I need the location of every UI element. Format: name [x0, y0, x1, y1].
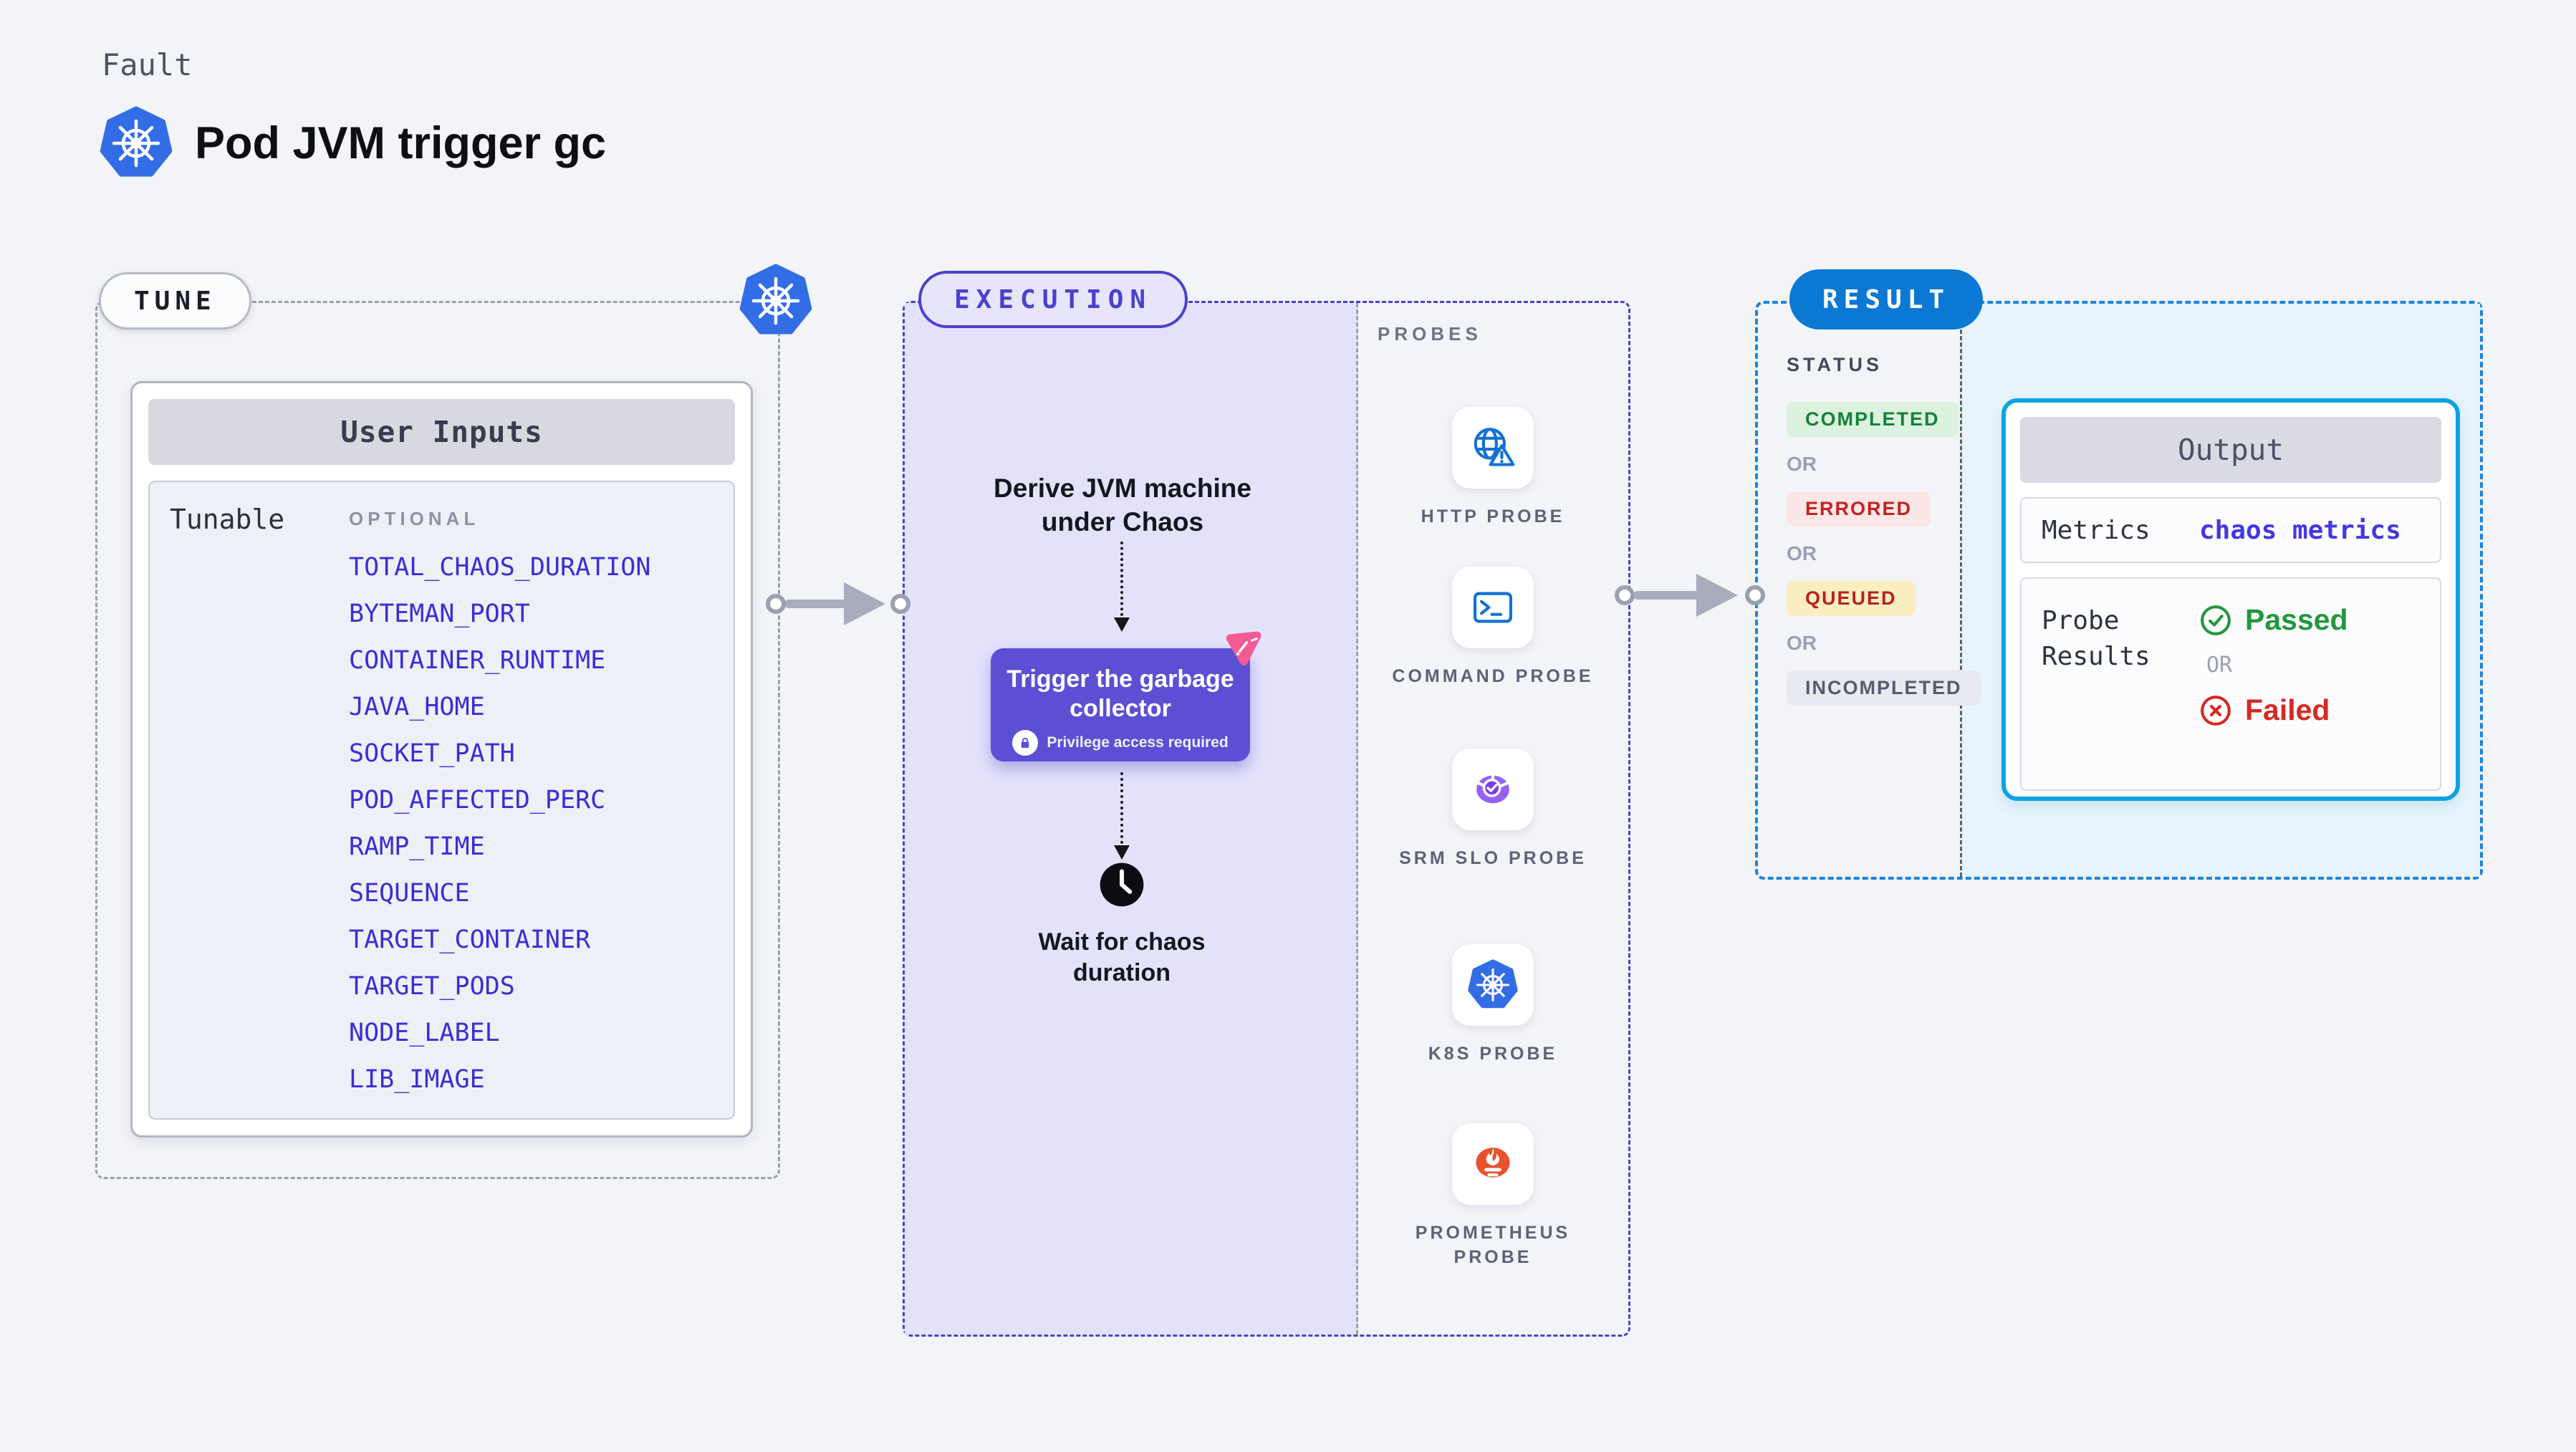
- probe-results-row: Probe Results Passed OR Failed: [2020, 577, 2441, 791]
- param-target-pods[interactable]: TARGET_PODS: [349, 972, 515, 1001]
- param-sequence[interactable]: SEQUENCE: [349, 879, 470, 908]
- or-label: OR: [1787, 632, 1817, 654]
- probe-item: HTTP PROBE: [1357, 407, 1628, 529]
- clock-icon: [1098, 861, 1145, 908]
- arrow-right-icon: [1633, 591, 1699, 600]
- param-target-container[interactable]: TARGET_CONTAINER: [349, 925, 591, 954]
- cross-circle-icon: [2199, 694, 2232, 727]
- probe-label: SRM SLO PROBE: [1399, 848, 1587, 868]
- flow-connector: [1120, 772, 1123, 844]
- probe-item: PROMETHEUS PROBE: [1357, 1123, 1628, 1269]
- page-title: Pod JVM trigger gc: [195, 118, 607, 168]
- execution-fill: [905, 303, 1358, 1335]
- tune-section-pill[interactable]: TUNE: [99, 272, 251, 330]
- probe-results-label: Probe Results: [2042, 606, 2150, 671]
- trigger-gc-button[interactable]: Trigger the garbage collector Privilege …: [991, 648, 1250, 761]
- passed-row: Passed: [2199, 603, 2348, 637]
- probe-label: COMMAND PROBE: [1392, 666, 1594, 686]
- optional-column-label: OPTIONAL: [349, 508, 480, 529]
- connector-dot: [890, 594, 910, 614]
- http-probe-icon[interactable]: [1452, 407, 1534, 489]
- param-node-label[interactable]: NODE_LABEL: [349, 1019, 500, 1047]
- param-java-home[interactable]: JAVA_HOME: [349, 693, 485, 721]
- param-lib-image[interactable]: LIB_IMAGE: [349, 1065, 485, 1094]
- arrow-right-icon: [784, 600, 847, 608]
- arrow-down-icon: [1114, 617, 1130, 632]
- metrics-value[interactable]: chaos metrics: [2199, 515, 2401, 545]
- status-badge-incompleted: INCOMPLETED: [1787, 670, 1981, 706]
- param-total-chaos-duration[interactable]: TOTAL_CHAOS_DURATION: [349, 553, 651, 582]
- connector-dot: [1615, 585, 1635, 605]
- command-probe-icon[interactable]: [1452, 567, 1534, 648]
- probe-item: COMMAND PROBE: [1357, 567, 1628, 688]
- status-list: COMPLETED OR ERRORED OR QUEUED OR INCOMPLETED: [1787, 402, 1981, 706]
- srm-slo-probe-icon[interactable]: [1452, 749, 1534, 830]
- probe-item: K8S PROBE: [1357, 944, 1628, 1066]
- status-badge-queued: QUEUED: [1787, 581, 1916, 616]
- user-inputs-body: Tunable OPTIONAL TOTAL_CHAOS_DURATION BYT…: [148, 481, 735, 1120]
- metrics-label: Metrics: [2042, 515, 2150, 545]
- metrics-row: Metrics chaos metrics: [2020, 497, 2441, 563]
- user-inputs-card: User Inputs Tunable OPTIONAL TOTAL_CHAOS…: [130, 381, 753, 1138]
- title-row: Pod JVM trigger gc: [99, 106, 606, 181]
- tune-section-box: [95, 301, 780, 1179]
- param-socket-path[interactable]: SOCKET_PATH: [349, 739, 515, 768]
- param-container-runtime[interactable]: CONTAINER_RUNTIME: [349, 646, 606, 675]
- param-ramp-time[interactable]: RAMP_TIME: [349, 832, 485, 861]
- param-pod-affected-perc[interactable]: POD_AFFECTED_PERC: [349, 786, 606, 814]
- output-card: Output Metrics chaos metrics Probe Resul…: [2001, 398, 2460, 801]
- probe-results-values: Passed OR Failed: [2199, 603, 2348, 765]
- or-label: OR: [2206, 653, 2233, 678]
- tunable-row-label: Tunable: [170, 504, 285, 535]
- execution-section-box: PROBES HTTP PROBE COMMAND PROBE SRM SLO PR…: [903, 301, 1630, 1337]
- failed-row: Failed: [2199, 693, 2348, 727]
- privilege-badge: Privilege access required: [995, 730, 1246, 756]
- result-section-pill[interactable]: RESULT: [1789, 269, 1984, 330]
- fault-eyebrow: Fault: [102, 47, 193, 82]
- status-badge-errored: ERRORED: [1787, 491, 1931, 527]
- param-byteman-port[interactable]: BYTEMAN_PORT: [349, 600, 530, 628]
- execution-section-pill[interactable]: EXECUTION: [918, 271, 1188, 328]
- connector-dot: [1745, 585, 1765, 605]
- probe-item: SRM SLO PROBE: [1357, 749, 1628, 870]
- failed-text: Failed: [2245, 693, 2330, 726]
- result-section-box: STATUS COMPLETED OR ERRORED OR QUEUED OR INCOM…: [1755, 301, 2483, 880]
- trigger-gc-title: Trigger the garbage collector: [1006, 665, 1234, 722]
- status-badge-completed: COMPLETED: [1787, 402, 1959, 437]
- probe-label: HTTP PROBE: [1421, 506, 1565, 527]
- arrow-down-icon: [1114, 845, 1130, 860]
- probe-label: PROMETHEUS PROBE: [1415, 1223, 1571, 1267]
- arrow-right-icon: [1696, 574, 1738, 617]
- status-column: STATUS COMPLETED OR ERRORED OR QUEUED OR INCOM…: [1787, 354, 1981, 706]
- status-label: STATUS: [1787, 354, 1883, 375]
- arrow-right-icon: [844, 582, 885, 625]
- or-label: OR: [1787, 542, 1817, 564]
- wait-step-text: Wait for chaos duration: [1038, 928, 1206, 986]
- params-column: OPTIONAL TOTAL_CHAOS_DURATION BYTEMAN_POR…: [349, 504, 721, 1104]
- kubernetes-icon: [99, 106, 173, 181]
- check-circle-icon: [2199, 604, 2232, 637]
- probe-label: K8S PROBE: [1428, 1044, 1558, 1064]
- flow-connector: [1120, 542, 1123, 616]
- passed-text: Passed: [2245, 603, 2348, 636]
- connector-dot: [766, 594, 786, 614]
- user-inputs-header: User Inputs: [148, 399, 735, 465]
- output-header: Output: [2020, 417, 2441, 483]
- lock-icon: [1012, 730, 1039, 756]
- k8s-probe-icon[interactable]: [1452, 944, 1534, 1026]
- probe-list: HTTP PROBE COMMAND PROBE SRM SLO PROBE K8S …: [1357, 303, 1628, 1335]
- or-label: OR: [1787, 453, 1817, 475]
- derive-step-text: Derive JVM machine under Chaos: [994, 473, 1251, 537]
- param-list: TOTAL_CHAOS_DURATION BYTEMAN_PORT CONTAINE…: [349, 553, 721, 1094]
- privilege-badge-text: Privilege access required: [1047, 734, 1229, 751]
- litmus-icon: [1220, 625, 1264, 670]
- kubernetes-icon: [739, 264, 813, 338]
- prometheus-probe-icon[interactable]: [1452, 1123, 1534, 1205]
- probes-label: PROBES: [1378, 323, 1482, 345]
